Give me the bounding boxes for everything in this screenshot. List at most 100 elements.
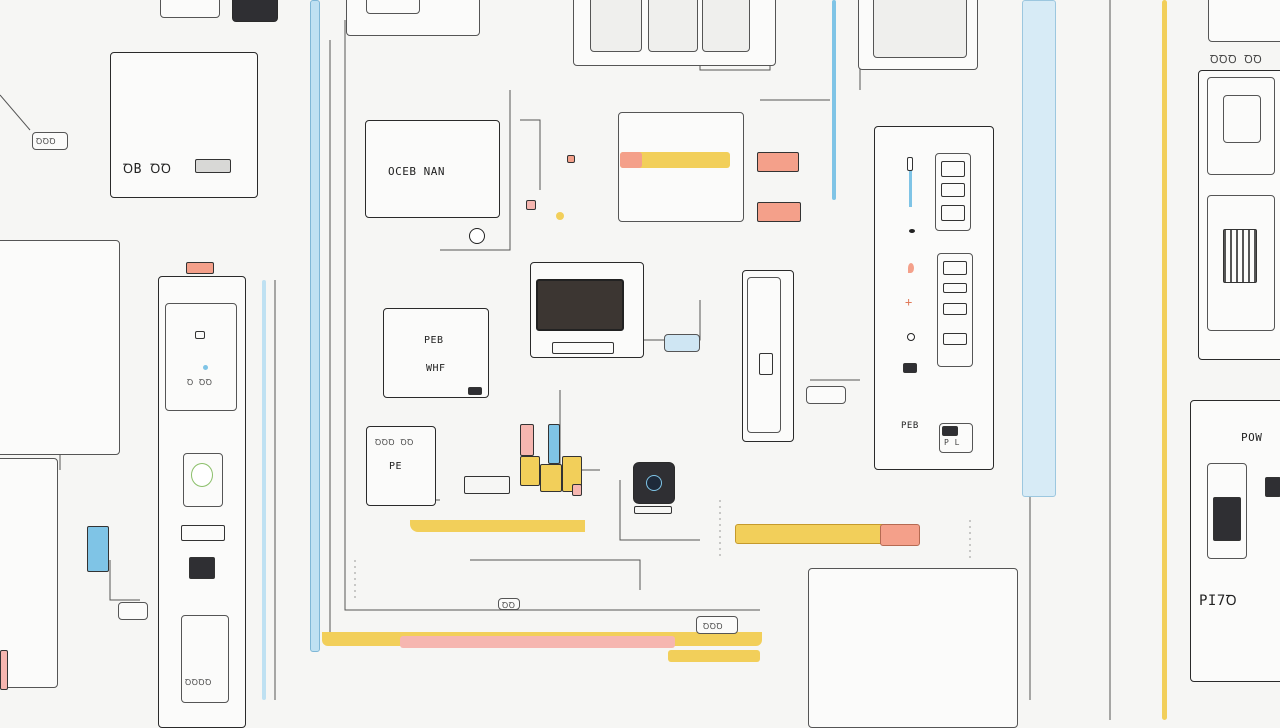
panel-upper-cell-1 [941, 161, 965, 177]
center-whf-label: WHF [426, 363, 446, 374]
bottom-tag: ꝹꝹꝹ [703, 622, 724, 631]
center-bottom-connector: ꝹꝹ [498, 598, 520, 610]
yellow-strip-curve [410, 520, 585, 532]
far-right-device-screen [1213, 497, 1241, 541]
camera-base [634, 506, 672, 514]
center-red-chip [567, 155, 575, 163]
center-yellow-dot [556, 212, 564, 220]
toggle-knob-icon[interactable] [191, 463, 213, 487]
pin-marker-icon [908, 263, 914, 273]
yellow-rail-far-right [1162, 0, 1167, 720]
top-box-3-cell-2 [648, 0, 698, 52]
panel-small-dot [909, 229, 915, 233]
blue-rail-left [310, 0, 320, 652]
tower-bottom-module [181, 615, 229, 703]
center-peb-label: PEB [424, 335, 444, 346]
center-screen-base [552, 342, 614, 354]
far-right-lower-panel: POW PI7Ꝺ [1190, 400, 1280, 682]
left-lower-panel [0, 458, 58, 688]
right-control-panel: + PEB P L [874, 126, 994, 470]
stack-pink [572, 484, 582, 496]
left-tower: Ꝺ ꝹꝹ ꝹꝹꝹꝹ [158, 276, 246, 728]
stack-yellow-1 [520, 456, 540, 486]
top-box-2-inner [366, 0, 420, 14]
center-bar-yellow [620, 152, 730, 168]
panel-tag-2: P L [944, 438, 960, 447]
top-camera-block [232, 0, 278, 22]
center-main-box: OCEB NAN [365, 120, 500, 218]
panel-lower-cell-3 [943, 303, 967, 315]
top-box-3-cell-1 [590, 0, 642, 52]
far-right-module-1-inner [1223, 95, 1261, 143]
salmon-rail-bottom [400, 636, 675, 648]
lower-left-pe-box: ꝹꝹꝹ ꝹꝹ PE [366, 426, 436, 506]
blue-rail-left-thin [262, 280, 266, 700]
right-panel-side-tab [806, 386, 846, 404]
center-salmon-block-1 [757, 152, 799, 172]
panel-tag: PEB [901, 421, 919, 431]
panel-plus-marker: + [905, 295, 913, 309]
far-right-device-btn[interactable] [1265, 477, 1280, 497]
center-bottom-tag-box: ꝹꝹꝹ [696, 616, 738, 634]
left-large-panel [0, 240, 120, 455]
center-peb-switch[interactable] [468, 387, 482, 395]
far-right-top-label: ꝹꝹꝹ ꝹꝹ [1210, 53, 1263, 66]
left-panel-label: ꝹB ꝹꝹ [123, 162, 172, 177]
center-main-label: OCEB NAN [388, 165, 445, 178]
panel-upper-cell-3 [941, 205, 965, 221]
tall-device-inner [747, 277, 781, 433]
far-right-mid-label: POW [1241, 431, 1263, 444]
lower-left-pe-label: PE [389, 461, 403, 472]
switch-icon[interactable] [759, 353, 773, 375]
center-display [536, 279, 624, 331]
panel-tag-2-switch[interactable] [942, 426, 958, 436]
stack-yellow-2 [540, 464, 562, 492]
top-left-tag-box: ꝹꝹꝹ [32, 132, 68, 150]
top-box-1 [160, 0, 220, 18]
left-panel: ꝹB ꝹꝹ [110, 52, 258, 198]
stack-blue [548, 424, 560, 464]
center-pink-chip [526, 200, 536, 210]
tower-black-switch[interactable] [189, 557, 215, 579]
left-edge-chip [0, 650, 8, 690]
center-bar-salmon [620, 152, 642, 168]
tower-cap-chip [186, 262, 214, 274]
tower-top-indicator [195, 331, 205, 339]
panel-black-switch[interactable] [903, 363, 917, 373]
panel-upper-cell-2 [941, 183, 965, 197]
far-right-grid-chip [1223, 229, 1257, 283]
salmon-cap-mid [880, 524, 920, 546]
lower-left-tag: ꝹꝹꝹ ꝹꝹ [375, 438, 414, 447]
panel-lower-cell-1 [943, 261, 967, 275]
left-small-tag-box [118, 602, 148, 620]
yellow-rail-bottom-right [668, 650, 760, 662]
center-salmon-block-2 [757, 202, 801, 222]
connector-tag: ꝹꝹ [502, 601, 516, 610]
left-panel-switch[interactable] [195, 159, 231, 173]
panel-lower-cell-4 [943, 333, 967, 345]
camera-module-icon[interactable] [633, 462, 675, 504]
stack-salmon [520, 424, 534, 456]
far-right-low-label: PI7Ꝺ [1199, 593, 1238, 609]
center-bottom-box [808, 568, 1018, 728]
panel-dial[interactable] [907, 333, 915, 341]
tower-bottom-caption: ꝹꝹꝹꝹ [185, 678, 212, 687]
tower-top-caption: Ꝺ ꝹꝹ [187, 378, 213, 387]
panel-slider-track [909, 157, 912, 207]
center-tall-device [742, 270, 794, 442]
center-blue-chip-box [664, 334, 700, 352]
blue-rail-right [1022, 0, 1056, 497]
top-box-4-inner [873, 0, 967, 58]
far-right-top-box [1208, 0, 1280, 42]
panel-lower-cell-2 [943, 283, 967, 293]
camera-lens [646, 475, 662, 491]
panel-tag-2-box: P L [939, 423, 973, 453]
left-blue-chip[interactable] [87, 526, 109, 572]
led-dot-icon [203, 365, 208, 370]
tower-mid-button[interactable] [181, 525, 225, 541]
panel-slider-handle[interactable] [907, 157, 913, 171]
center-peb-box: PEB WHF [383, 308, 489, 398]
center-small-knob[interactable] [469, 228, 485, 244]
tower-top-module [165, 303, 237, 411]
top-box-3-cell-3 [702, 0, 750, 52]
